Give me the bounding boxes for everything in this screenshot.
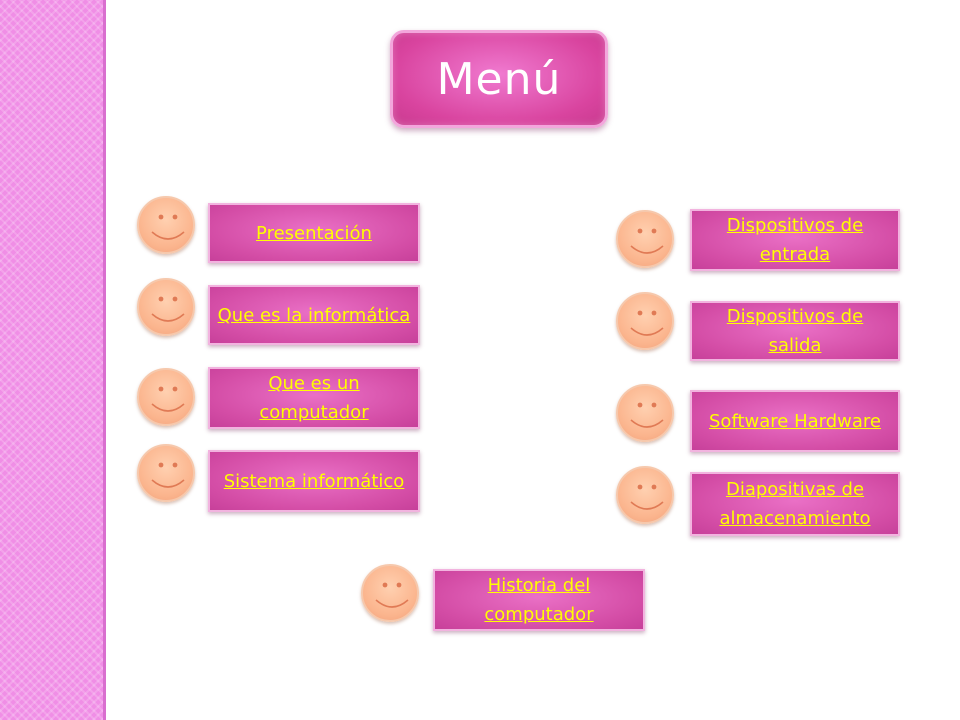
smiley-face-icon bbox=[137, 444, 195, 502]
que-es-computador-link[interactable]: Que es un computador bbox=[259, 373, 369, 423]
sistema-informatico-link-box[interactable]: Sistema informático bbox=[208, 450, 420, 512]
smiley-face-icon bbox=[137, 368, 195, 426]
dispositivos-entrada-link-box[interactable]: Dispositivos de entrada bbox=[690, 209, 900, 271]
diapositivas-almacenamiento-link[interactable]: Diapositivas de almacenamiento bbox=[719, 479, 871, 529]
presentacion-link[interactable]: Presentación bbox=[256, 222, 372, 244]
software-hardware-link-box[interactable]: Software Hardware bbox=[690, 390, 900, 452]
decorative-side-strip bbox=[0, 0, 106, 720]
que-es-informatica-link-box[interactable]: Que es la informática bbox=[208, 285, 420, 345]
historia-computador-link[interactable]: Historia del computador bbox=[484, 575, 594, 625]
smiley-face-icon bbox=[616, 466, 674, 524]
software-hardware-link[interactable]: Software Hardware bbox=[709, 410, 881, 432]
smiley-face-icon bbox=[361, 564, 419, 622]
dispositivos-entrada-link[interactable]: Dispositivos de entrada bbox=[726, 215, 864, 265]
title-box: Menú bbox=[390, 30, 608, 128]
smiley-face-icon bbox=[137, 278, 195, 336]
sistema-informatico-link[interactable]: Sistema informático bbox=[223, 470, 405, 492]
dispositivos-salida-link-box[interactable]: Dispositivos de salida bbox=[690, 301, 900, 361]
smiley-face-icon bbox=[137, 196, 195, 254]
historia-computador-link-box[interactable]: Historia del computador bbox=[433, 569, 645, 631]
smiley-face-icon bbox=[616, 292, 674, 350]
presentacion-link-box[interactable]: Presentación bbox=[208, 203, 420, 263]
dispositivos-salida-link[interactable]: Dispositivos de salida bbox=[726, 306, 864, 356]
smiley-face-icon bbox=[616, 384, 674, 442]
page-title: Menú bbox=[436, 53, 562, 105]
que-es-computador-link-box[interactable]: Que es un computador bbox=[208, 367, 420, 429]
que-es-informatica-link[interactable]: Que es la informática bbox=[217, 304, 411, 326]
smiley-face-icon bbox=[616, 210, 674, 268]
diapositivas-almacenamiento-link-box[interactable]: Diapositivas de almacenamiento bbox=[690, 472, 900, 536]
